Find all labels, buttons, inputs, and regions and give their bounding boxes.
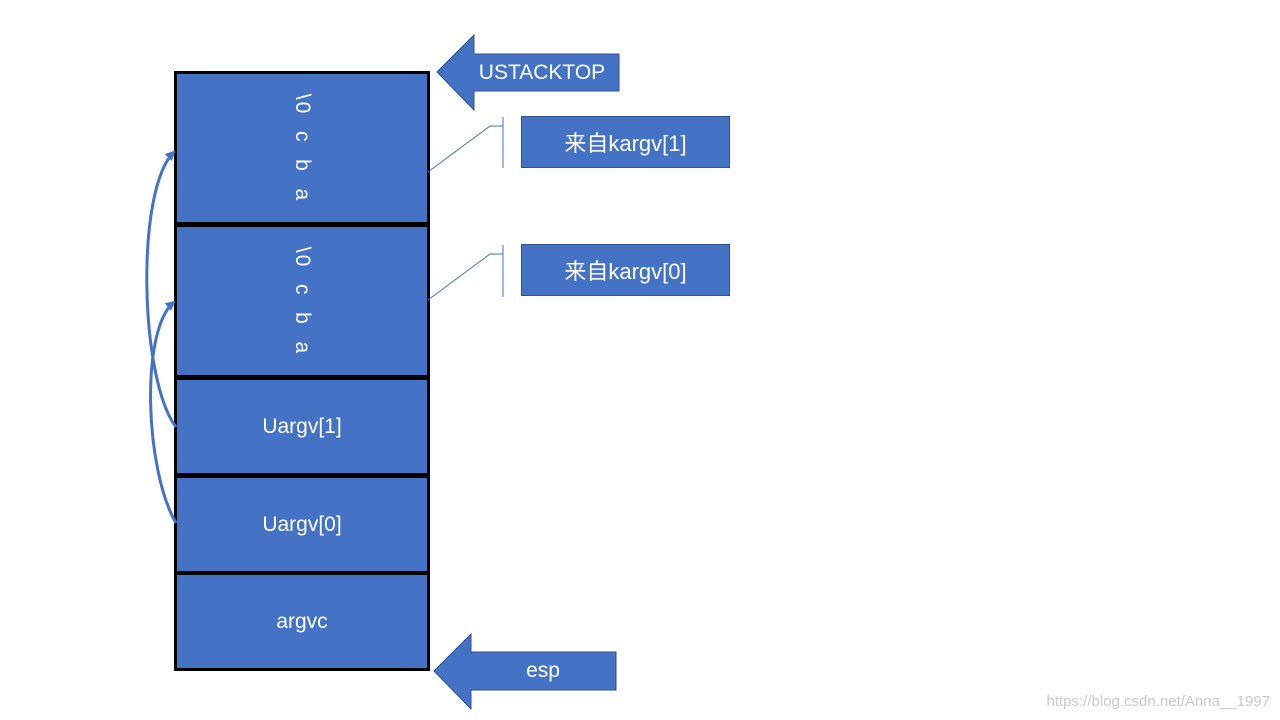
stack-cell-string-kargv1: \0 c b a [174,71,430,225]
callout-kargv0: 来自kargv[0] [521,244,730,296]
stack-cell-string-label: \0 c b a [290,246,314,356]
callout-kargv1: 来自kargv[1] [521,116,730,168]
stack-cell-string-label: \0 c b a [290,93,314,203]
stack-cell-string-kargv0: \0 c b a [174,224,430,378]
stack-cell-uargv1: Uargv[1] [174,377,430,476]
esp-label: esp [526,658,560,682]
callout-label: 来自kargv[0] [564,259,687,284]
pointer-uargv1-to-string1 [145,150,178,428]
callout-leader-kargv0 [427,245,504,301]
stack-cell-label: Uargv[0] [262,512,342,536]
watermark-text: https://blog.csdn.net/Anna__1997 [1046,693,1270,710]
ustacktop-label: USTACKTOP [478,60,606,84]
stack-cell-uargv0: Uargv[0] [174,475,430,574]
callout-leader-kargv1 [427,117,504,173]
pointer-uargv0-to-string0 [149,300,178,524]
stack-cell-label: argvc [276,609,328,633]
stack-cell-argvc: argvc [174,572,430,671]
stack-cell-label: Uargv[1] [262,414,342,438]
callout-label: 来自kargv[1] [564,131,687,156]
